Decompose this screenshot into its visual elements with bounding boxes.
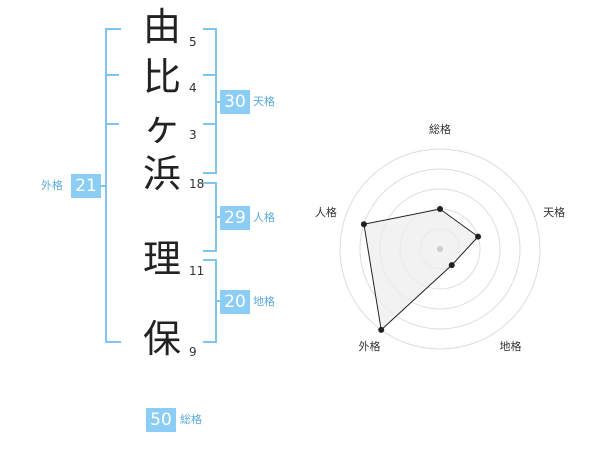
jinkaku-connector xyxy=(215,216,221,218)
name-char-6: 保 xyxy=(142,317,181,361)
stroke-count-4: 18 xyxy=(189,177,205,191)
bracket-tick xyxy=(203,123,215,125)
radar-ring xyxy=(339,148,541,350)
bracket-tick xyxy=(105,123,119,125)
radar-axis-label: 総格 xyxy=(429,122,451,136)
bracket-tick xyxy=(203,74,215,76)
soukaku-score: 50 xyxy=(146,408,176,432)
radar-point xyxy=(360,221,367,228)
radar-points xyxy=(360,206,482,333)
tenkaku-score: 30 xyxy=(220,90,250,114)
radar-point xyxy=(378,326,385,333)
name-char-4: 浜 xyxy=(142,152,181,196)
radar-point xyxy=(475,233,482,240)
stroke-count-5: 11 xyxy=(189,264,205,278)
jinkaku-label: 人格 xyxy=(253,211,275,224)
radar-axis-label: 地格 xyxy=(500,339,522,353)
radar-axis-label: 天格 xyxy=(543,205,565,219)
gaikaku-label: 外格 xyxy=(41,179,63,192)
soukaku-label: 総格 xyxy=(180,413,202,426)
name-char-1: 由 xyxy=(142,5,181,49)
chikaku-label: 地格 xyxy=(253,295,275,308)
chikaku-connector xyxy=(215,300,221,302)
bracket-tick xyxy=(105,74,119,76)
chikaku-score: 20 xyxy=(220,290,250,314)
radar-point xyxy=(437,206,443,212)
radar-center-dot xyxy=(437,246,443,252)
stroke-count-3: 3 xyxy=(189,128,197,142)
radar-axis-label: 外格 xyxy=(358,339,380,353)
jinkaku-score: 29 xyxy=(220,206,250,230)
name-char-2: 比 xyxy=(142,55,181,99)
tenkaku-connector xyxy=(215,101,221,103)
stroke-count-1: 5 xyxy=(189,35,197,49)
radar-ring xyxy=(359,168,521,330)
name-fortune-diagram: 由 比 ヶ 浜 理 保 5 4 3 18 11 9 30 天格 29 人格 20… xyxy=(41,5,275,432)
gaikaku-connector xyxy=(99,185,107,187)
name-char-3: ヶ xyxy=(142,105,181,149)
tenkaku-label: 天格 xyxy=(253,95,275,108)
radar-axis-label: 人格 xyxy=(315,205,337,219)
radar-value-polygon xyxy=(363,208,479,331)
radar-point xyxy=(448,262,455,269)
stroke-count-2: 4 xyxy=(189,81,197,95)
stroke-count-6: 9 xyxy=(189,345,197,359)
name-char-5: 理 xyxy=(142,237,181,281)
gaikaku-score: 21 xyxy=(71,174,101,198)
